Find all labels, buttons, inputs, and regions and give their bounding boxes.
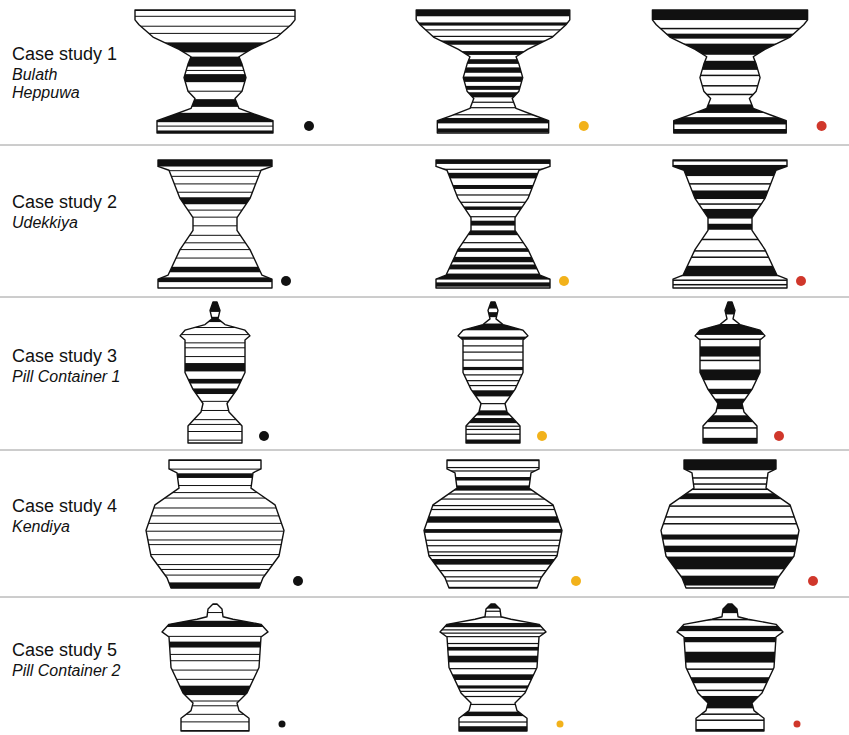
vessel-drawing xyxy=(659,460,801,588)
vessel-drawing xyxy=(144,460,286,592)
variant-dot xyxy=(808,576,818,586)
case-study-heading: Case study 2 xyxy=(12,192,172,213)
case-study-heading: Case study 1 xyxy=(12,44,172,65)
vessel-drawing xyxy=(650,10,809,140)
case-study-heading: Case study 3 xyxy=(12,346,172,367)
vessel-name: Pill Container 1 xyxy=(12,368,172,386)
variant-dot xyxy=(537,431,547,441)
vessel-name: Pill Container 2 xyxy=(12,662,172,680)
row-separator xyxy=(0,145,849,146)
row-separator xyxy=(0,597,849,598)
case-study-heading: Case study 5 xyxy=(12,640,172,661)
vessel-drawing xyxy=(671,160,789,288)
vessel-drawing xyxy=(178,302,252,443)
vessel-name: Udekkiya xyxy=(12,214,172,232)
vessel-drawing xyxy=(434,160,552,288)
variant-dot xyxy=(557,721,564,728)
variant-dot xyxy=(774,431,784,441)
case-study-heading: Case study 4 xyxy=(12,496,172,517)
variant-dot xyxy=(817,121,827,131)
vessel-name: Kendiya xyxy=(12,518,172,536)
variant-dot xyxy=(279,721,286,728)
variant-dot xyxy=(559,276,569,286)
vessel-drawing xyxy=(414,10,572,133)
vessel-drawing xyxy=(422,460,564,588)
variant-dot xyxy=(571,576,581,586)
row-separator xyxy=(0,450,849,451)
row-separator xyxy=(0,297,849,298)
variant-dot xyxy=(304,121,314,131)
variant-dot xyxy=(796,276,806,286)
variant-dot xyxy=(259,431,269,441)
vessel-drawing xyxy=(456,302,530,445)
vessel-drawing xyxy=(693,302,767,444)
vessel-drawing xyxy=(438,604,548,732)
variant-dot xyxy=(794,721,801,728)
vessel-drawing xyxy=(675,604,785,735)
vessel-drawing xyxy=(133,10,297,139)
vessel-name: Bulath Heppuwa xyxy=(12,66,107,103)
vessel-drawing xyxy=(156,160,274,288)
variant-dot xyxy=(281,276,291,286)
variant-dot xyxy=(293,576,303,586)
vessel-drawing xyxy=(160,604,270,731)
variant-dot xyxy=(579,121,589,131)
